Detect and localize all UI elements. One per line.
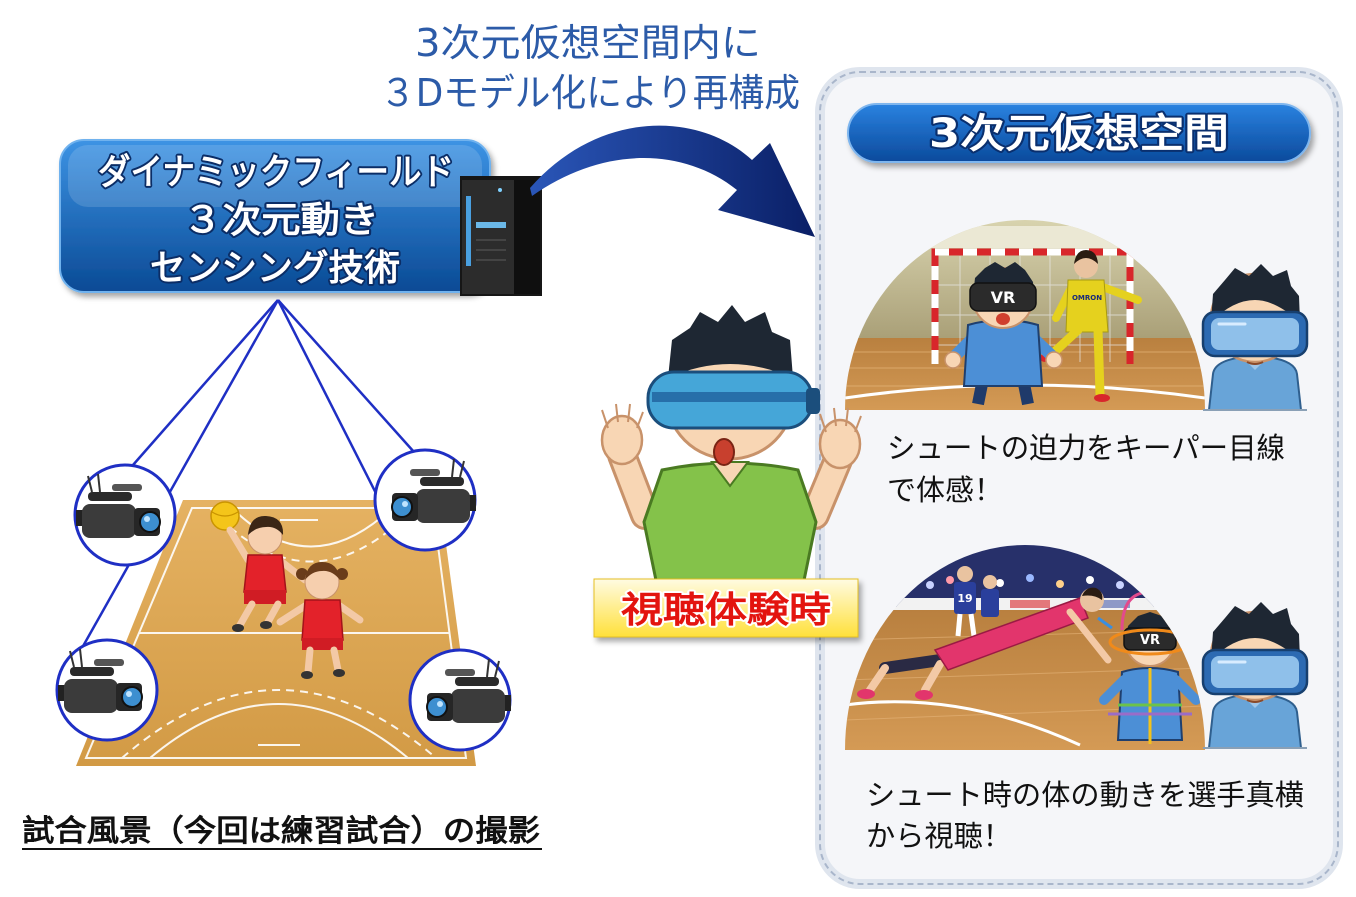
viewer-mouth	[713, 438, 735, 466]
player-defender	[276, 562, 364, 679]
header-line-2: ３Dモデル化により再構成	[380, 71, 800, 115]
sensing-box-highlight	[68, 145, 482, 207]
side-headset-text: VR	[1140, 633, 1160, 648]
line-to-camera-bottom-left	[80, 299, 280, 649]
right-hand	[818, 407, 862, 470]
header-caption: 3次元仮想空間内に ３Dモデル化により再構成	[380, 21, 800, 115]
vr-headset-icon: VR	[1123, 627, 1177, 651]
scene-keeper-image: OMRON	[845, 220, 1205, 410]
camera-bottom-right	[408, 648, 512, 752]
line-to-camera-top-right	[277, 299, 415, 453]
scene-side-caption-line-2: から視聴！	[866, 819, 1012, 853]
sensing-box-line-1: ダイナミックフィールド	[98, 152, 454, 193]
viewing-label: 視聴体験時	[593, 578, 859, 638]
sensing-box-line-3: センシング技術	[150, 248, 400, 289]
player-attacker	[210, 501, 309, 632]
virtual-space-panel: 3次元仮想空間	[815, 67, 1343, 889]
scene-keeper-view: OMRON	[845, 220, 1309, 507]
keeper-jersey-text: OMRON	[1072, 294, 1102, 302]
virtual-space-title: 3次元仮想空間	[929, 111, 1229, 157]
scene-keeper-caption-line-2: で体感！	[887, 473, 1003, 507]
header-line-1: 3次元仮想空間内に	[415, 21, 761, 65]
diving-player	[857, 587, 1112, 700]
scene-side-caption-line-1: シュート時の体の動きを選手真横	[866, 778, 1304, 812]
sensing-technology-box: ダイナミックフィールド ３次元動き センシング技術	[59, 139, 491, 293]
capture-caption-text: 試合風景（今回は練習試合）の撮影	[22, 814, 540, 849]
capture-caption: 試合風景（今回は練習試合）の撮影	[22, 814, 542, 850]
court-players	[210, 501, 364, 679]
background-player-number: 19	[957, 592, 972, 605]
camera-top-left	[73, 463, 177, 567]
vr-headset-icon	[646, 370, 820, 430]
server-icon	[460, 176, 542, 296]
viewing-label-box	[593, 578, 859, 638]
keeper-headset-text: VR	[991, 288, 1016, 307]
goal-frame	[931, 248, 1134, 364]
line-to-camera-top-left	[132, 299, 279, 466]
viewing-label-text: 視聴体験時	[621, 590, 831, 631]
scene-keeper-caption-line-1: シュートの迫力をキーパー目線	[887, 431, 1285, 465]
sensing-box-line-2: ３次元動き	[183, 200, 379, 241]
left-hand	[600, 403, 644, 466]
camera-bottom-left	[55, 638, 159, 742]
vr-headset-icon: VR	[969, 282, 1037, 312]
virtual-space-title-pill: 3次元仮想空間	[847, 103, 1311, 163]
viewer-hair	[668, 305, 793, 378]
camera-top-right	[373, 448, 477, 552]
background-player: 19	[954, 566, 999, 637]
cartoon-vr-player: VR	[1097, 590, 1203, 744]
curved-arrow-icon	[530, 125, 815, 237]
goalkeeper-player: OMRON	[1039, 250, 1142, 402]
cartoon-vr-goalie: VR	[944, 262, 1063, 406]
